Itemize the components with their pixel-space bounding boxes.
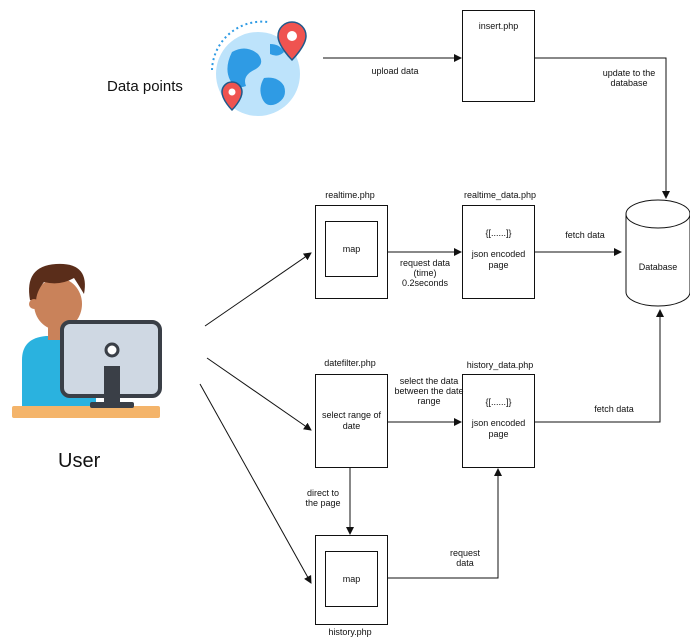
- edge-user-history: [199, 383, 312, 584]
- database-label: Database: [638, 262, 678, 272]
- edge-user-datefilter: [206, 357, 312, 431]
- datefilter-body: select range of date: [321, 410, 382, 431]
- insert-php-title: insert.php: [478, 21, 519, 31]
- edge-label-update: update to the database: [602, 68, 656, 88]
- realtime-php-title: realtime.php: [325, 190, 375, 200]
- database-cylinder: [625, 199, 690, 307]
- realtime-php-box: map: [315, 205, 388, 299]
- edge-label-request-time: request data (time) 0.2seconds: [399, 258, 451, 288]
- edge-label-fetch2: fetch data: [594, 404, 634, 414]
- edge-label-request2: request data: [449, 548, 481, 568]
- user-label: User: [58, 450, 101, 472]
- insert-php-box: insert.php: [462, 10, 535, 102]
- history-php-title: history.php: [328, 627, 372, 637]
- realtime-map: map: [325, 221, 378, 277]
- edge-label-fetch1: fetch data: [565, 230, 605, 240]
- history-data-body: json encoded page: [471, 418, 526, 439]
- realtime-data-php-title: realtime_data.php: [463, 190, 537, 200]
- realtime-data-php-box: {[......]} json encoded page: [462, 205, 535, 299]
- edge-label-select-data: select the data between the date range: [394, 376, 464, 406]
- edge-fetch2: [535, 309, 664, 423]
- realtime-data-body: json encoded page: [471, 249, 526, 270]
- edge-update: [535, 57, 670, 199]
- edge-user-realtime: [204, 252, 312, 327]
- datefilter-php-title: datefilter.php: [324, 358, 376, 368]
- history-php-box: map: [315, 535, 388, 625]
- globe-pin-icon: [211, 20, 307, 116]
- datefilter-php-box: select range of date: [315, 374, 388, 468]
- history-data-php-title: history_data.php: [466, 360, 534, 370]
- realtime-data-brace: {[......]}: [485, 228, 512, 238]
- edge-label-upload: upload data: [371, 66, 419, 76]
- history-map: map: [325, 551, 378, 607]
- history-data-php-box: {[......]} json encoded page: [462, 374, 535, 468]
- user-at-computer-icon: [12, 263, 162, 418]
- edge-label-direct: direct to the page: [305, 488, 341, 508]
- edge-request2: [388, 468, 502, 579]
- data-points-label: Data points: [107, 78, 183, 95]
- history-data-brace: {[......]}: [485, 397, 512, 407]
